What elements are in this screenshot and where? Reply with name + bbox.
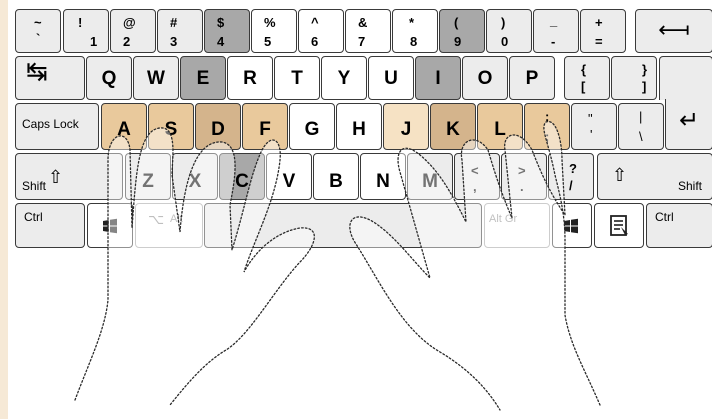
left-hand-outline (75, 128, 314, 405)
right-hand-outline (350, 122, 600, 410)
